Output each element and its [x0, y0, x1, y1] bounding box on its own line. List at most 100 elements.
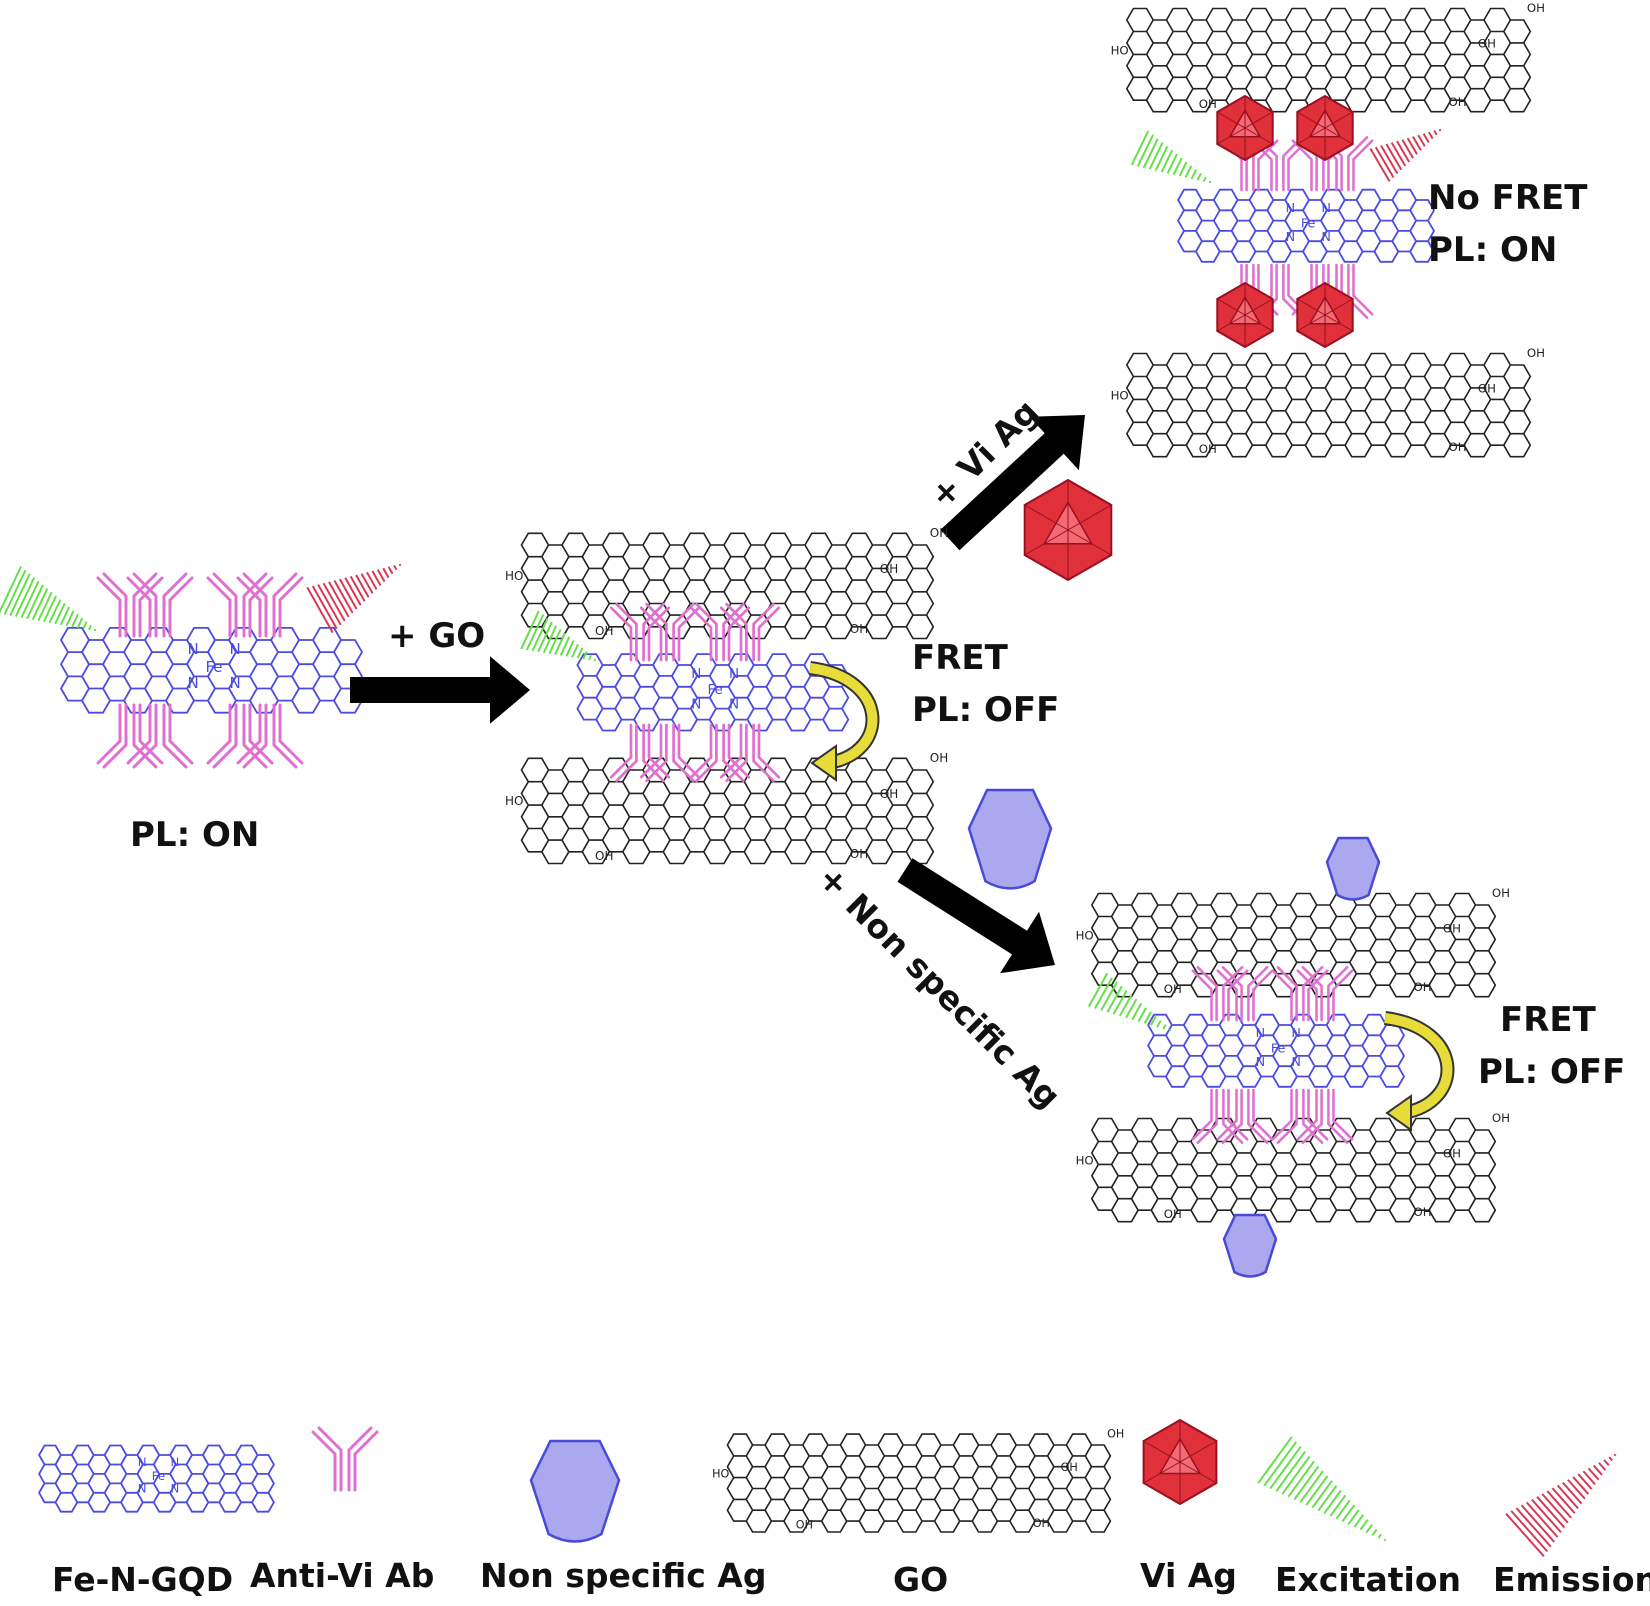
- left-antibody-bottom-1: [126, 703, 194, 769]
- center-fret-arrow: [808, 661, 880, 782]
- lower-antibody-top-2: [1271, 966, 1329, 1022]
- upper-gqd-n1: N: [1286, 201, 1296, 216]
- lower-fret-arrow: [1383, 1011, 1455, 1132]
- legend-gqd-icon: [38, 1444, 275, 1513]
- upper-go-bottom-ho: HO: [1111, 388, 1129, 402]
- lower-go-top-ho: HO: [1076, 928, 1094, 942]
- legend-gqd-icon-fe: Fe: [152, 1469, 165, 1483]
- legend-gqd-icon-n1: N: [138, 1455, 147, 1469]
- center-antibody-top-2: [689, 602, 751, 662]
- center-go-top-ho: HO: [505, 569, 523, 583]
- legend-go-icon-ho: HO: [712, 1468, 729, 1481]
- legend-go-icon-oh2: OH: [1061, 1461, 1078, 1474]
- legend-label-vi-ag: Vi Ag: [1140, 1556, 1237, 1595]
- center-antibody-top-1: [639, 602, 701, 662]
- left-antibody-bottom-0: [96, 703, 164, 769]
- plus-go-label: + GO: [388, 616, 486, 656]
- vi-ag-free: [1023, 478, 1113, 582]
- center-go-top-oh4: OH: [850, 622, 868, 636]
- upper-go-top: [1125, 7, 1532, 113]
- legend-label-nonspecific-ag: Non specific Ag: [480, 1556, 767, 1595]
- center-go-bottom-oh4: OH: [850, 847, 868, 861]
- center-go-bottom-oh3: OH: [595, 849, 613, 863]
- upper-go-bottom-oh3: OH: [1199, 442, 1217, 456]
- lower-go-bottom-ho: HO: [1076, 1153, 1094, 1167]
- arrow-plus-go: [350, 656, 530, 724]
- center-gqd-n2: N: [729, 666, 739, 682]
- fret-center-label: FRET: [912, 638, 1008, 678]
- left-antibody-top-3: [236, 572, 304, 638]
- lower-gqd-n4: N: [1291, 1055, 1301, 1070]
- lower-go-bottom-oh4: OH: [1413, 1205, 1431, 1219]
- pl-off-lower-label: PL: OFF: [1478, 1052, 1626, 1092]
- center-antibody-bottom-3: [719, 723, 781, 783]
- upper-go-bottom-oh2: OH: [1478, 381, 1496, 395]
- center-gqd: [576, 653, 850, 732]
- center-antibody-top-3: [719, 602, 781, 662]
- lower-nonspecific-ag-top: [1325, 836, 1381, 901]
- center-gqd-n3: N: [691, 696, 701, 712]
- lower-go-top: [1090, 892, 1497, 998]
- left-emission: [306, 563, 402, 634]
- lower-go-bottom-oh2: OH: [1443, 1146, 1461, 1160]
- lower-gqd-n3: N: [1256, 1055, 1266, 1070]
- left-excitation: [0, 566, 97, 632]
- lower-gqd: [1147, 1013, 1406, 1088]
- legend-label-go: GO: [893, 1560, 949, 1599]
- legend-label-fe-n-gqd: Fe-N-GQD: [52, 1560, 234, 1599]
- legend-emission-icon: [1505, 1453, 1617, 1557]
- legend-go-icon-oh1: OH: [1107, 1428, 1124, 1441]
- upper-vi-ag-2: [1296, 94, 1354, 162]
- lower-gqd-n2: N: [1291, 1026, 1301, 1041]
- center-excitation: [520, 610, 597, 662]
- left-antibody-bottom-3: [236, 703, 304, 769]
- pl-off-center-label: PL: OFF: [912, 690, 1060, 730]
- lower-antibody-bottom-3: [1296, 1088, 1354, 1144]
- center-gqd-n4: N: [729, 696, 739, 712]
- upper-gqd-n3: N: [1286, 230, 1296, 245]
- left-gqd: [59, 627, 364, 714]
- arrow-plus-vi-ag: [940, 415, 1085, 551]
- center-go-bottom-oh2: OH: [880, 787, 898, 801]
- lower-nonspecific-ag-bottom: [1222, 1213, 1278, 1278]
- lower-antibody-top-3: [1296, 966, 1354, 1022]
- center-go-top-oh1: OH: [930, 526, 948, 540]
- left-gqd-n1: N: [188, 640, 199, 658]
- center-antibody-top-0: [609, 602, 671, 662]
- lower-go-top-oh2: OH: [1443, 921, 1461, 935]
- upper-go-top-oh2: OH: [1478, 36, 1496, 50]
- upper-go-top-oh4: OH: [1448, 95, 1466, 109]
- lower-antibody-bottom-2: [1271, 1088, 1329, 1144]
- left-gqd-fe: Fe: [206, 658, 223, 676]
- legend-go-icon: [726, 1433, 1112, 1533]
- upper-go-bottom-oh4: OH: [1448, 440, 1466, 454]
- legend-vi-ag-icon: [1142, 1418, 1218, 1506]
- upper-go-top-ho: HO: [1111, 43, 1129, 57]
- upper-vi-ag-4: [1296, 281, 1354, 349]
- lower-gqd-n1: N: [1256, 1026, 1266, 1041]
- lower-antibody-top-0: [1191, 966, 1249, 1022]
- center-go-top: [520, 532, 935, 640]
- no-fret-label: No FRET: [1428, 178, 1588, 218]
- center-antibody-bottom-0: [609, 723, 671, 783]
- left-antibody-top-1: [126, 572, 194, 638]
- upper-gqd-n2: N: [1321, 201, 1331, 216]
- pl-on-upper-label: PL: ON: [1428, 230, 1558, 270]
- legend-gqd-icon-n3: N: [138, 1482, 147, 1496]
- left-gqd-n4: N: [230, 674, 241, 692]
- legend-nonspecific-ag-icon: [529, 1439, 621, 1543]
- legend-label-emission: Emission: [1493, 1560, 1650, 1599]
- fret-lower-label: FRET: [1500, 1000, 1596, 1040]
- lower-antibody-bottom-0: [1191, 1088, 1249, 1144]
- center-go-bottom: [520, 757, 935, 865]
- upper-excitation: [1130, 130, 1212, 184]
- lower-go-bottom-oh3: OH: [1164, 1207, 1182, 1221]
- upper-vi-ag-1: [1216, 94, 1274, 162]
- center-antibody-bottom-1: [639, 723, 701, 783]
- pl-on-left-label: PL: ON: [130, 815, 260, 855]
- lower-go-top-oh4: OH: [1413, 980, 1431, 994]
- lower-go-top-oh3: OH: [1164, 982, 1182, 996]
- nonspecific-ag-free: [967, 788, 1053, 890]
